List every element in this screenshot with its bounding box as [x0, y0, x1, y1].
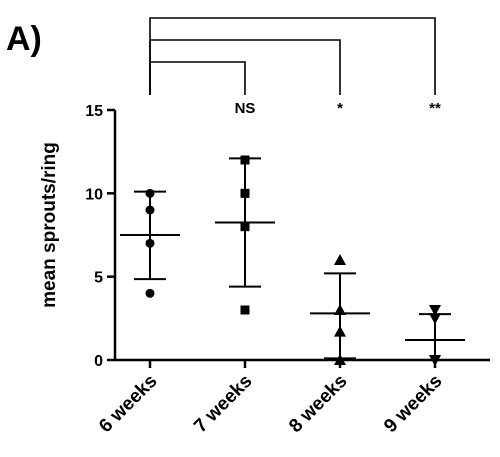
- y-tick-label: 0: [94, 353, 103, 370]
- x-tick-label: 8 weeks: [285, 371, 351, 437]
- significance-bracket: [149, 61, 246, 95]
- significance-bracket: [149, 17, 436, 95]
- significance-label: NS: [235, 100, 256, 117]
- x-tick-label: 9 weeks: [380, 371, 446, 437]
- x-tick-label: 6 weeks: [95, 371, 161, 437]
- y-axis-label: mean sprouts/ring: [39, 142, 60, 308]
- y-tick-label: 5: [94, 270, 103, 287]
- significance-label: *: [337, 100, 343, 117]
- data-point: [429, 305, 441, 316]
- significance-brackets: NS***: [149, 17, 441, 117]
- data-point: [145, 288, 155, 298]
- axes: 0 5 10 15 6 weeks 7 weeks 8 weeks 9 weeks: [85, 103, 490, 437]
- data-point: [334, 254, 346, 265]
- data-point: [334, 354, 346, 365]
- data-marks: [120, 155, 465, 366]
- panel-label: A): [6, 20, 42, 58]
- y-tick-label: 10: [85, 186, 103, 203]
- data-point: [240, 305, 250, 315]
- x-tick-label: 7 weeks: [190, 371, 256, 437]
- y-tick-label: 15: [85, 103, 103, 120]
- significance-label: **: [429, 100, 441, 117]
